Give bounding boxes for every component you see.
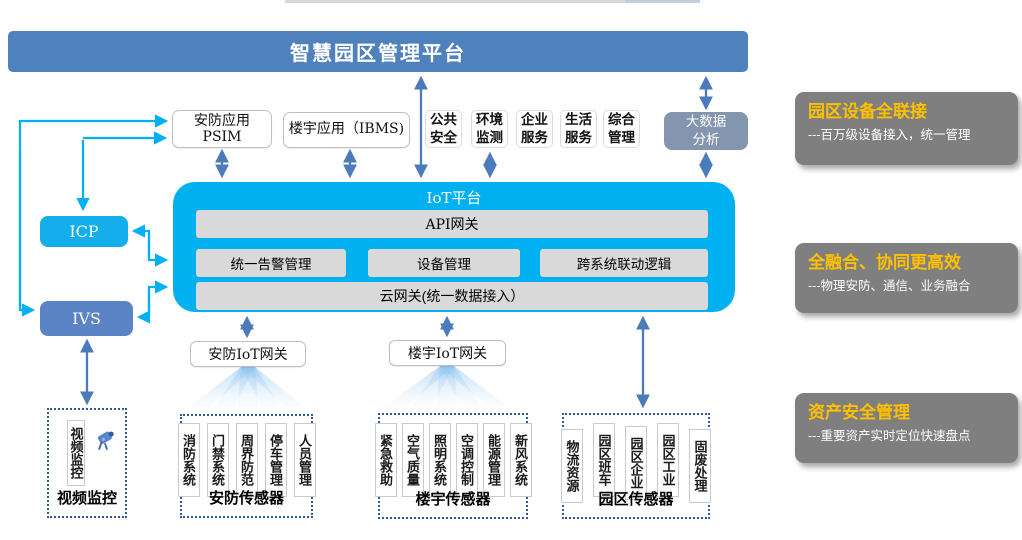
benefit-title: 园区设备全联接 [808, 102, 927, 121]
benefit-title: 全融合、协同更高效 [808, 253, 961, 272]
beam-fan-building [379, 366, 514, 411]
sensor-item: 园区班车 [593, 423, 615, 497]
sensor-item: 固废处理 [689, 429, 711, 503]
benefit-title: 资产安全管理 [808, 403, 910, 422]
page-title: 智慧园区管理平台 [8, 31, 748, 72]
beam-fan-security [182, 367, 311, 412]
bigdata-line1: 大数据 [685, 114, 727, 130]
service-public-safety: 公共安全 [425, 110, 462, 148]
security-group-label: 安防传感器 [208, 490, 284, 507]
sensor-item: 周界防范 [235, 423, 258, 497]
psim-line2: PSIM [202, 129, 242, 145]
ivs-node: IVS [40, 301, 133, 336]
building-group-label: 楼宇传感器 [415, 491, 491, 508]
video-group-label: 视频监控 [56, 490, 117, 507]
service-env-monitoring: 环境监测 [471, 110, 508, 148]
sensor-item: 照明系统 [428, 423, 451, 497]
video-surveillance-item: 视频监控 [67, 420, 85, 486]
benefit-panel-convergence: 全融合、协同更高效 ---物理安防、通信、业务融合 [795, 243, 1018, 313]
psim-line1: 安防应用 [194, 111, 250, 128]
sensor-group-building: 紧急救助 空气质量 照明系统 空调控制 能源管理 新风系统 楼宇传感器 [374, 413, 532, 519]
module-cross-system-logic: 跨系统联动逻辑 [540, 249, 708, 277]
sensor-group-security: 消防系统 门禁系统 周界防范 停车管理 人员管理 安防传感器 [177, 414, 316, 518]
sensor-group-video: 视频监控 视频监控 [47, 408, 127, 518]
benefit-desc: ---物理安防、通信、业务融合 [808, 279, 971, 294]
service-enterprise: 企业服务 [516, 110, 553, 148]
sensor-group-park: 物流资源 园区班车 园区企业 园区工业 固废处理 园区传感器 [561, 413, 711, 519]
module-alarm-mgmt: 统一告警管理 [196, 249, 346, 277]
app-ibms-box: 楼宇应用（IBMS) [283, 112, 410, 148]
icp-node: ICP [40, 216, 128, 247]
sensor-item: 能源管理 [482, 423, 505, 497]
sensor-item: 停车管理 [264, 423, 287, 497]
sensor-item: 园区企业 [625, 426, 647, 500]
bigdata-analysis-box: 大数据 分析 [664, 112, 748, 150]
top-edge-strip-2 [625, 0, 700, 3]
sensor-item: 紧急救助 [374, 423, 397, 497]
iot-platform-title: IoT平台 [426, 189, 482, 207]
api-gateway-bar: API网关 [196, 210, 708, 238]
sensor-item: 物流资源 [561, 429, 583, 503]
service-integrated-mgmt: 综合管理 [603, 110, 640, 148]
sensor-item: 空气质量 [401, 423, 424, 497]
app-psim-box: 安防应用 PSIM [172, 110, 272, 148]
building-iot-gateway: 楼宇IoT网关 [389, 340, 506, 366]
sensor-item: 新风系统 [509, 423, 532, 497]
ibms-label: 楼宇应用（IBMS) [288, 121, 405, 138]
cloud-gateway-bar: 云网关(统一数据接入） [196, 282, 708, 310]
benefit-panel-asset-safety: 资产安全管理 ---重要资产实时定位快速盘点 [795, 393, 1018, 463]
service-living: 生活服务 [560, 110, 597, 148]
benefit-panel-connectivity: 园区设备全联接 ---百万级设备接入，统一管理 [795, 92, 1018, 165]
benefit-desc: ---重要资产实时定位快速盘点 [808, 429, 971, 444]
park-group-label: 园区传感器 [598, 491, 674, 508]
top-edge-strip [285, 0, 625, 3]
security-iot-gateway: 安防IoT网关 [190, 341, 306, 367]
sensor-item: 消防系统 [177, 423, 200, 497]
iot-platform: IoT平台 API网关 统一告警管理 设备管理 跨系统联动逻辑 云网关(统一数据… [173, 182, 735, 312]
camera-icon [93, 428, 119, 454]
sensor-item: 园区工业 [657, 423, 679, 497]
bigdata-line2: 分析 [692, 132, 720, 147]
benefit-desc: ---百万级设备接入，统一管理 [808, 128, 971, 143]
sensor-item: 人员管理 [293, 423, 316, 497]
sensor-item: 空调控制 [455, 423, 478, 497]
module-device-mgmt: 设备管理 [368, 249, 520, 277]
sensor-item: 门禁系统 [206, 423, 229, 497]
